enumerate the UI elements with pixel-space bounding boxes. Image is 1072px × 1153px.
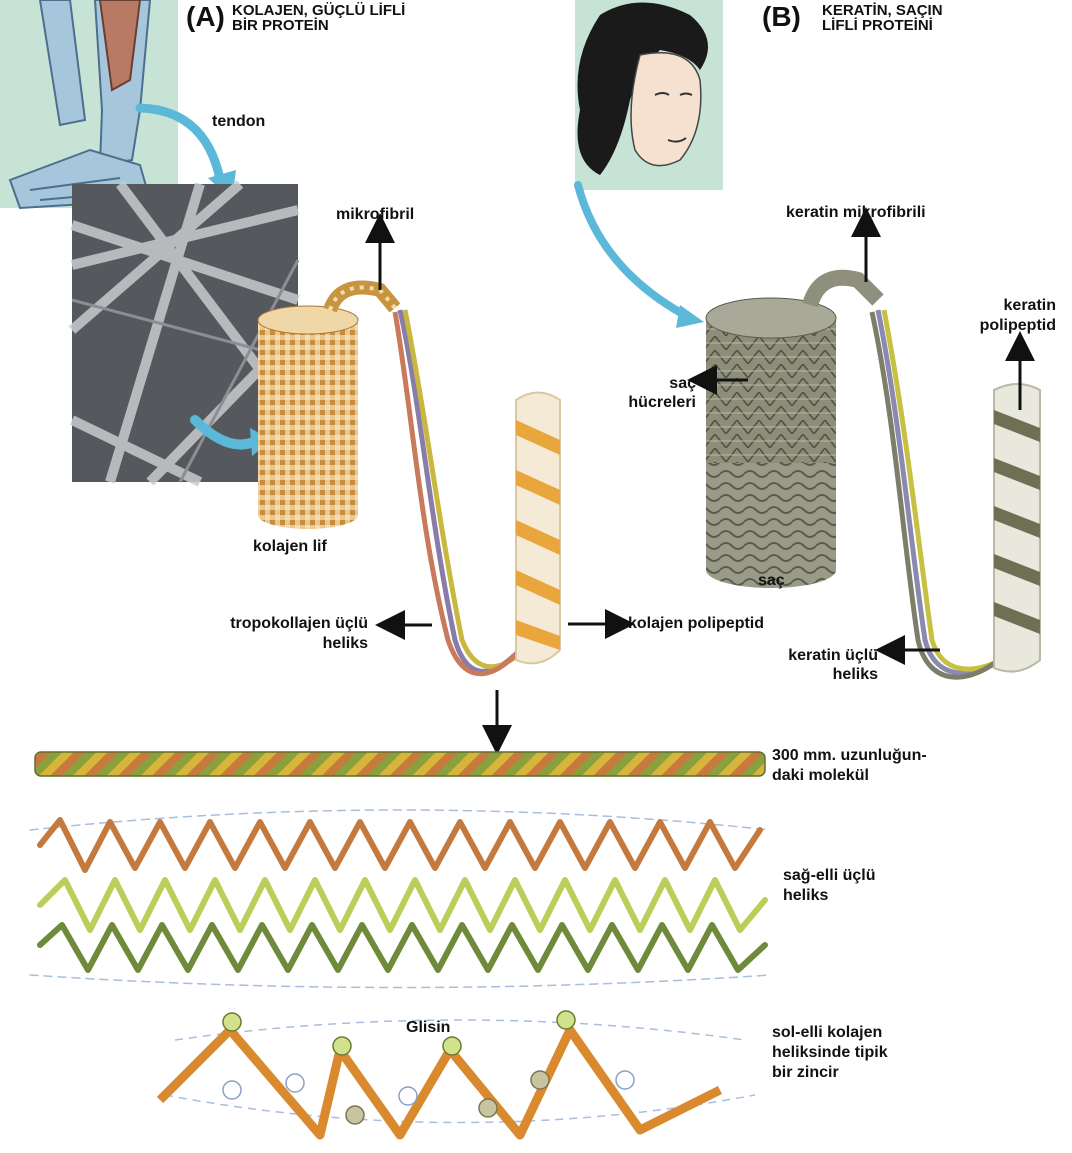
- collagen-molecule-rope: [35, 752, 765, 776]
- hair-arrow: [578, 185, 690, 318]
- collagen-polypeptide-label: kolajen polipeptid: [628, 614, 764, 634]
- molecule-label-line2: daki molekül: [772, 766, 869, 786]
- tropocollagen-strand: [395, 310, 523, 674]
- panel-a-title-line2: BİR PROTEİN: [232, 18, 329, 33]
- glycine-label: Glisin: [406, 1018, 450, 1038]
- right-helix-label-line2: heliks: [783, 886, 828, 906]
- hair-label: saç: [758, 571, 785, 591]
- hair-cells-label-line2: hücreleri: [600, 393, 696, 413]
- collagen-fiber-label: kolajen lif: [253, 537, 327, 557]
- hair-cells-label-line1: saç: [600, 374, 696, 394]
- panel-a-letter: (A): [186, 2, 225, 32]
- panel-b-letter: (B): [762, 2, 801, 32]
- hair-cylinder: [706, 278, 878, 588]
- keratin-microfibril-label: keratin mikrofibrili: [786, 203, 926, 223]
- panel-b-title-line2: LİFLİ PROTEİNİ: [822, 18, 933, 33]
- tendon-label: tendon: [212, 112, 265, 132]
- molecule-label-line1: 300 mm. uzunluğun-: [772, 746, 927, 766]
- right-helix-label-line1: sağ-elli üçlü: [783, 866, 875, 886]
- left-chain-label-line1: sol-elli kolajen: [772, 1023, 882, 1043]
- left-handed-collagen-chain: [160, 1011, 755, 1135]
- keratin-polypeptide-label-line2: polipeptid: [960, 316, 1056, 336]
- leg-illustration: [0, 0, 178, 208]
- woman-illustration: [575, 0, 723, 190]
- tropocollagen-label-line2: heliks: [175, 634, 368, 654]
- keratin-polypeptide-tube: [994, 384, 1040, 672]
- panel-a-title-line1: KOLAJEN, GÜÇLÜ LİFLİ: [232, 3, 405, 18]
- left-chain-label-line2: heliksinde tipik: [772, 1043, 888, 1063]
- panel-b-title-line1: KERATİN, SAÇIN: [822, 3, 943, 18]
- left-chain-label-line3: bir zincir: [772, 1063, 839, 1083]
- keratin-strand: [872, 310, 1004, 677]
- collagen-polypeptide-tube: [516, 393, 560, 664]
- keratin-triple-helix-label-line2: heliks: [740, 665, 878, 685]
- collagen-fiber-cylinder: [258, 288, 395, 530]
- keratin-triple-helix-label-line1: keratin üçlü: [740, 646, 878, 666]
- right-handed-triple-helix: [30, 810, 770, 988]
- tropocollagen-label-line1: tropokollajen üçlü: [175, 614, 368, 634]
- microfibril-label: mikrofibril: [336, 205, 414, 225]
- keratin-polypeptide-label-line1: keratin: [960, 296, 1056, 316]
